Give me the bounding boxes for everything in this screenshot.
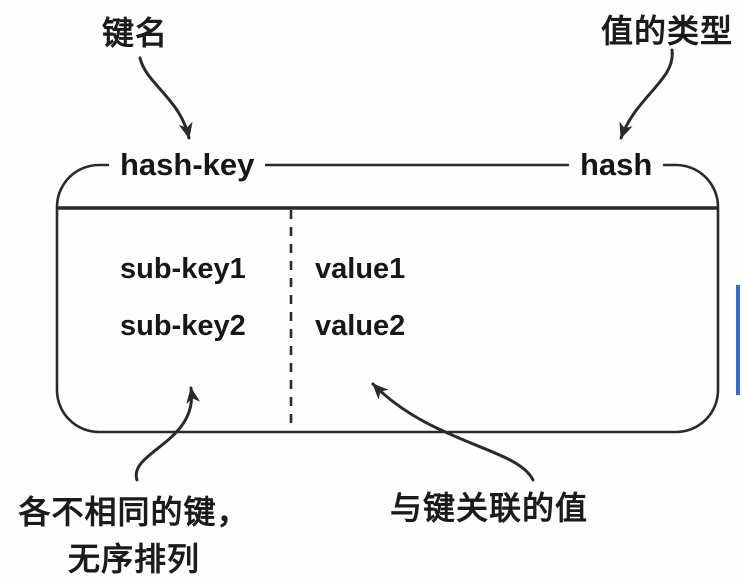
sub-key-2-cell: sub-key2 — [120, 310, 246, 342]
key-name-label: 键名 — [102, 15, 169, 51]
distinct-keys-note-line1: 各不相同的键， — [18, 494, 250, 530]
hash-box-outline — [55, 163, 720, 434]
value-1-cell: value1 — [315, 253, 406, 285]
arrow-associated-values — [371, 382, 535, 482]
arrow-key-name — [138, 56, 193, 140]
distinct-keys-note-line2: 无序排列 — [67, 541, 200, 577]
hash-key-title: hash-key — [109, 146, 266, 184]
hash-type-title: hash — [569, 146, 664, 184]
arrow-value-type — [619, 48, 674, 140]
value-2-cell: value2 — [315, 310, 406, 342]
associated-values-note: 与键关联的值 — [390, 490, 589, 526]
value-type-label: 值的类型 — [601, 13, 734, 49]
distinct-keys-note: 各不相同的键， 无序排列 — [8, 489, 260, 582]
sub-key-1-cell: sub-key1 — [120, 253, 246, 285]
arrow-distinct-keys — [134, 386, 201, 482]
right-edge-accent-bar — [736, 285, 740, 395]
